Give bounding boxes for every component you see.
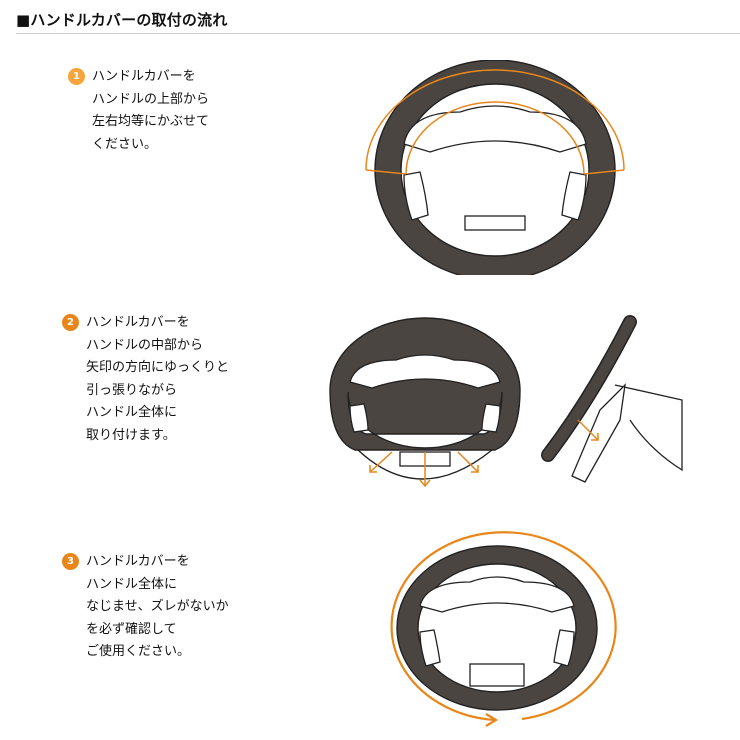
wheel-left-spoke bbox=[419, 629, 441, 667]
cover-left-edge bbox=[365, 169, 407, 175]
step-2-number-badge: 2 bbox=[62, 314, 79, 331]
step-1-steering-wheel-illustration bbox=[365, 60, 625, 275]
step-2-line: ハンドル全体に bbox=[86, 405, 178, 420]
wheel-side-rim-fill bbox=[542, 316, 636, 461]
step-1-line: ハンドルカバーを bbox=[92, 69, 196, 84]
step-3-line: ハンドル全体に bbox=[86, 576, 178, 592]
dashboard-outline bbox=[614, 384, 683, 472]
step-2-steering-wheel-side-illustration bbox=[541, 315, 683, 483]
step-3-line: ハンドルカバーを bbox=[86, 554, 190, 569]
pull-arrow-left bbox=[369, 451, 393, 473]
step-2-line: ハンドルカバーを bbox=[86, 315, 190, 330]
wheel-hub bbox=[403, 105, 587, 153]
pull-arrow-right bbox=[457, 451, 479, 473]
wheel-left-spoke bbox=[349, 403, 369, 433]
step-1-line: ハンドルの上部から bbox=[92, 91, 210, 107]
cover-outer-arc bbox=[365, 69, 625, 171]
rotation-arrow-head bbox=[485, 713, 499, 727]
step-1-line: ください。 bbox=[92, 136, 158, 152]
cover-right-edge bbox=[583, 169, 625, 175]
step-3-steering-wheel-illustration bbox=[390, 531, 617, 727]
wheel-bottom-pad bbox=[464, 215, 526, 231]
step-2-steering-wheel-front-illustration bbox=[329, 317, 521, 488]
wheel-rim bbox=[329, 317, 521, 451]
step-1-line: 左右均等にかぶせて bbox=[92, 114, 210, 129]
step-2-line: 矢印の方向にゆっくりと bbox=[86, 360, 230, 375]
pull-arrow-left-head bbox=[369, 465, 377, 473]
step-2-instructions: ハンドルカバーを ハンドルの中部から 矢印の方向にゆっくりと 引っ張りながら ハ… bbox=[86, 312, 229, 447]
step-3-line: なじませ、ズレがないか bbox=[86, 599, 229, 614]
step-3-instructions: ハンドルカバーを ハンドル全体に なじませ、ズレがないか を必ず確認して ご使用… bbox=[86, 551, 229, 664]
step-2-line: 取り付けます。 bbox=[86, 427, 176, 443]
step-1-number-badge: 1 bbox=[68, 68, 85, 85]
wheel-hub bbox=[419, 576, 575, 613]
cover-inner-arc bbox=[405, 101, 585, 175]
wheel-bottom-pad bbox=[469, 663, 525, 687]
pull-arrow-center-head bbox=[419, 479, 431, 488]
rotation-arrow bbox=[390, 531, 617, 722]
page-title: ■ハンドルカバーの取付の流れ bbox=[16, 11, 228, 29]
title-divider bbox=[16, 33, 740, 34]
pull-arrow-right-head bbox=[471, 465, 479, 473]
wheel-housing-outline bbox=[357, 449, 493, 480]
wheel-rim bbox=[374, 60, 616, 275]
wheel-right-spoke bbox=[553, 629, 575, 667]
step-3-number-badge: 3 bbox=[62, 553, 79, 570]
wheel-rim bbox=[396, 545, 598, 711]
wheel-hub bbox=[349, 354, 501, 389]
wheel-right-spoke bbox=[481, 403, 501, 433]
step-3-line: を必ず確認して bbox=[86, 621, 177, 637]
pull-arrow-side-head bbox=[591, 433, 599, 441]
step-3-line: ご使用ください。 bbox=[86, 644, 191, 659]
wheel-right-spoke bbox=[561, 171, 587, 221]
step-2-line: 引っ張りながら bbox=[86, 382, 178, 398]
wheel-left-spoke bbox=[403, 171, 429, 221]
step-2-line: ハンドルの中部から bbox=[86, 337, 204, 353]
pull-arrow-side bbox=[577, 419, 599, 441]
step-1-instructions: ハンドルカバーを ハンドルの上部から 左右均等にかぶせて ください。 bbox=[92, 66, 209, 156]
